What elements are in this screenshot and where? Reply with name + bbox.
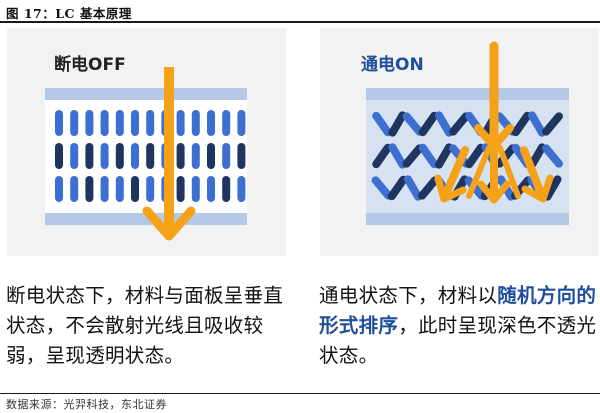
description-on: 通电状态下，材料以随机方向的形式排序，此时呈现深色不透光状态。 [319,281,597,371]
lc-molecule [449,112,470,136]
lc-molecule [55,143,63,169]
lc-molecule [237,176,246,202]
panel-off: 断电OFF [7,28,286,256]
lc-molecule [55,176,63,202]
lc-molecule [418,176,439,200]
lc-molecule [418,143,439,169]
molecules-random [371,111,563,201]
lc-molecule [542,144,563,168]
bottom-plate [45,213,247,225]
lc-molecule [146,176,155,202]
light-scatter-arrows-icon [434,41,554,204]
lc-molecule [528,111,546,137]
caption-rule [0,21,600,23]
lc-molecule [388,111,407,137]
lc-molecule [435,111,453,137]
lc-molecule [207,143,215,169]
source-rule [0,393,600,394]
lc-molecule [402,112,424,136]
top-plate [45,88,247,100]
lc-molecule [146,143,155,169]
lc-molecule [237,143,246,169]
light-arrow-down-icon [142,67,196,241]
lc-molecule [146,110,155,136]
lc-molecule [418,111,439,137]
description-on-suffix: ，此时呈现深色不透光状态。 [319,314,597,367]
bottom-plate [366,213,569,225]
lc-molecule [70,143,79,169]
lc-molecule [85,143,94,169]
lc-molecule [191,110,200,136]
lc-molecule [85,110,94,136]
lc-molecule [131,176,139,202]
molecules-vertical [55,110,246,202]
lc-molecule [465,143,485,169]
lc-molecule [100,176,109,202]
lc-off-diagram [45,67,247,241]
panel-title-off: 断电OFF [54,55,126,75]
lc-molecule [131,143,139,169]
lc-molecule [435,143,453,169]
lc-molecule [542,112,563,136]
lc-molecule [70,176,79,202]
lc-molecule [372,143,392,169]
lc-molecule [176,176,185,202]
lc-molecule [191,143,200,169]
lc-molecule [85,176,94,202]
lc-molecule [100,143,109,169]
lc-molecule [371,176,393,200]
lc-molecule [404,175,422,201]
source-note: 数据来源：光羿科技，东北证券 [6,398,167,411]
lc-molecule [115,143,124,169]
lc-molecule [511,111,532,137]
lc-molecule [70,110,79,136]
description-on-prefix: 通电状态下，材料以 [319,284,498,307]
lc-molecule [402,144,424,168]
lc-molecule [237,110,246,136]
lc-molecule [372,111,392,137]
lc-molecule [387,175,408,201]
description-on-highlight: 随机方向的形式排序 [319,284,597,337]
panel-title-on: 通电ON [361,55,424,75]
lc-molecule [388,143,407,169]
figure-caption: 图 17：LC 基本原理 [6,6,132,21]
lc-molecule [207,176,215,202]
lc-molecule [191,176,200,202]
lc-molecule [176,143,185,169]
lc-on-diagram [366,41,569,225]
lc-molecule [176,110,185,136]
lc-molecule [222,176,231,202]
lc-molecule [222,143,231,169]
lc-molecule [115,110,124,136]
panel-on: 通电ON [320,28,599,256]
top-plate [366,88,569,100]
lc-molecule [222,110,231,136]
description-off: 断电状态下，材料与面板呈垂直状态，不会散射光线且吸收较弱，呈现透明状态。 [6,284,284,367]
lc-molecule [207,110,215,136]
lc-molecule [100,110,109,136]
lc-molecule [115,176,124,202]
lc-molecule [55,110,63,136]
lc-molecule [131,110,139,136]
